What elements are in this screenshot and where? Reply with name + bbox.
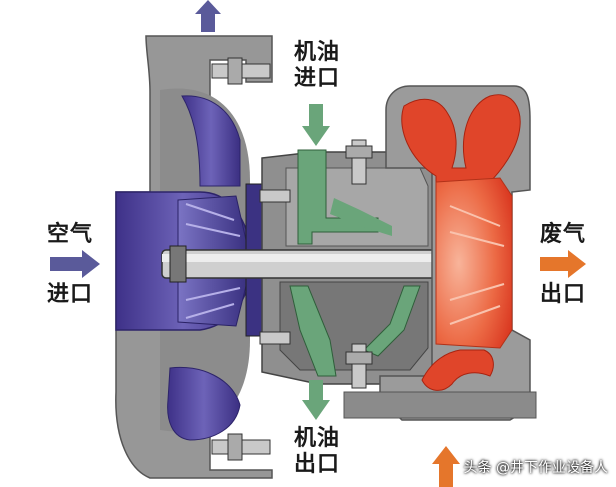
bolt-bottom-left — [211, 433, 271, 461]
oil-outlet-label-line1: 机油 — [293, 426, 340, 451]
oil-inlet-label-line1: 机油 — [293, 40, 340, 65]
exhaust-outlet-label-bottom: 出口 — [540, 282, 587, 307]
exhaust-inlet-arrow — [432, 446, 460, 487]
air-inlet-label-bottom: 进口 — [47, 282, 94, 307]
bolt-mid — [259, 189, 291, 345]
air-inlet-label-top: 空气 — [47, 222, 94, 247]
oil-inlet-arrow — [302, 104, 330, 146]
oil-outlet-label-line2: 出口 — [293, 452, 340, 477]
oil-inlet-label: 机油 进口 — [292, 40, 342, 92]
turbine-volute — [401, 94, 521, 391]
bolt-top-left — [211, 57, 271, 85]
turbo-shaft — [161, 242, 510, 284]
oil-passages — [289, 149, 421, 377]
exhaust-outlet-arrow — [540, 250, 586, 278]
compressor-volute — [167, 95, 241, 441]
air-inlet-arrow — [50, 250, 100, 278]
compressed-air-outlet-arrow — [195, 0, 221, 32]
oil-inlet-label-line2: 进口 — [293, 66, 340, 91]
bolt-right-top — [345, 139, 373, 185]
oil-outlet-label: 机油 出口 — [292, 426, 342, 478]
watermark: 头条 @井下作业设备人 — [463, 460, 608, 476]
oil-outlet-arrow — [302, 380, 330, 420]
bolt-right-bottom — [345, 343, 373, 389]
exhaust-outlet-label-top: 废气 — [540, 222, 587, 247]
